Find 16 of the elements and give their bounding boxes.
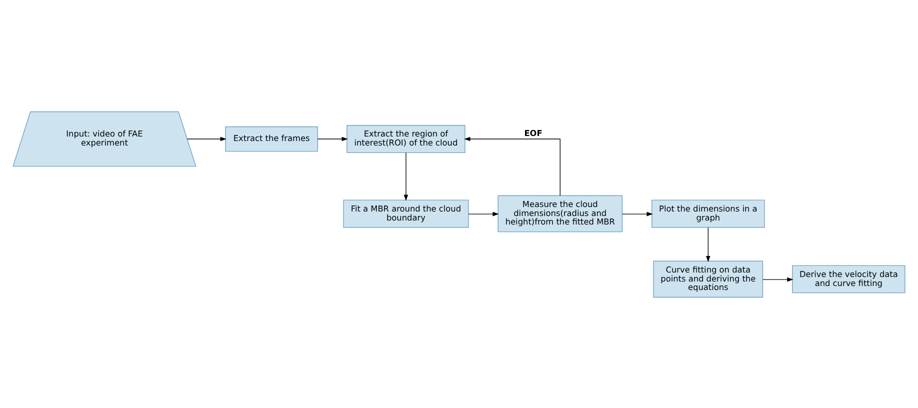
- node-box: Derive the velocity data and curve fitting: [792, 264, 906, 293]
- node-box: Extract the frames: [225, 126, 318, 152]
- node-box: Curve fitting on data points and deriving the equations: [653, 260, 764, 298]
- arrow: [404, 152, 408, 200]
- edge-label: EOF: [524, 128, 542, 138]
- arrow: [468, 211, 499, 216]
- node-box: Extract the region of interest(ROI) of the cloud: [346, 124, 466, 152]
- node-box: Fit a MBR around the cloud boundary: [343, 199, 469, 228]
- arrow: [317, 136, 348, 141]
- arrow: [622, 211, 653, 216]
- node-box: Plot the dimensions in a graph: [652, 199, 765, 228]
- arrow: [464, 136, 560, 196]
- node-box: Measure the cloud dimensions(radius and height)from the fitted MBR: [498, 194, 623, 232]
- arrow: [762, 276, 794, 282]
- arrow: [706, 226, 710, 262]
- arrow: [186, 136, 226, 141]
